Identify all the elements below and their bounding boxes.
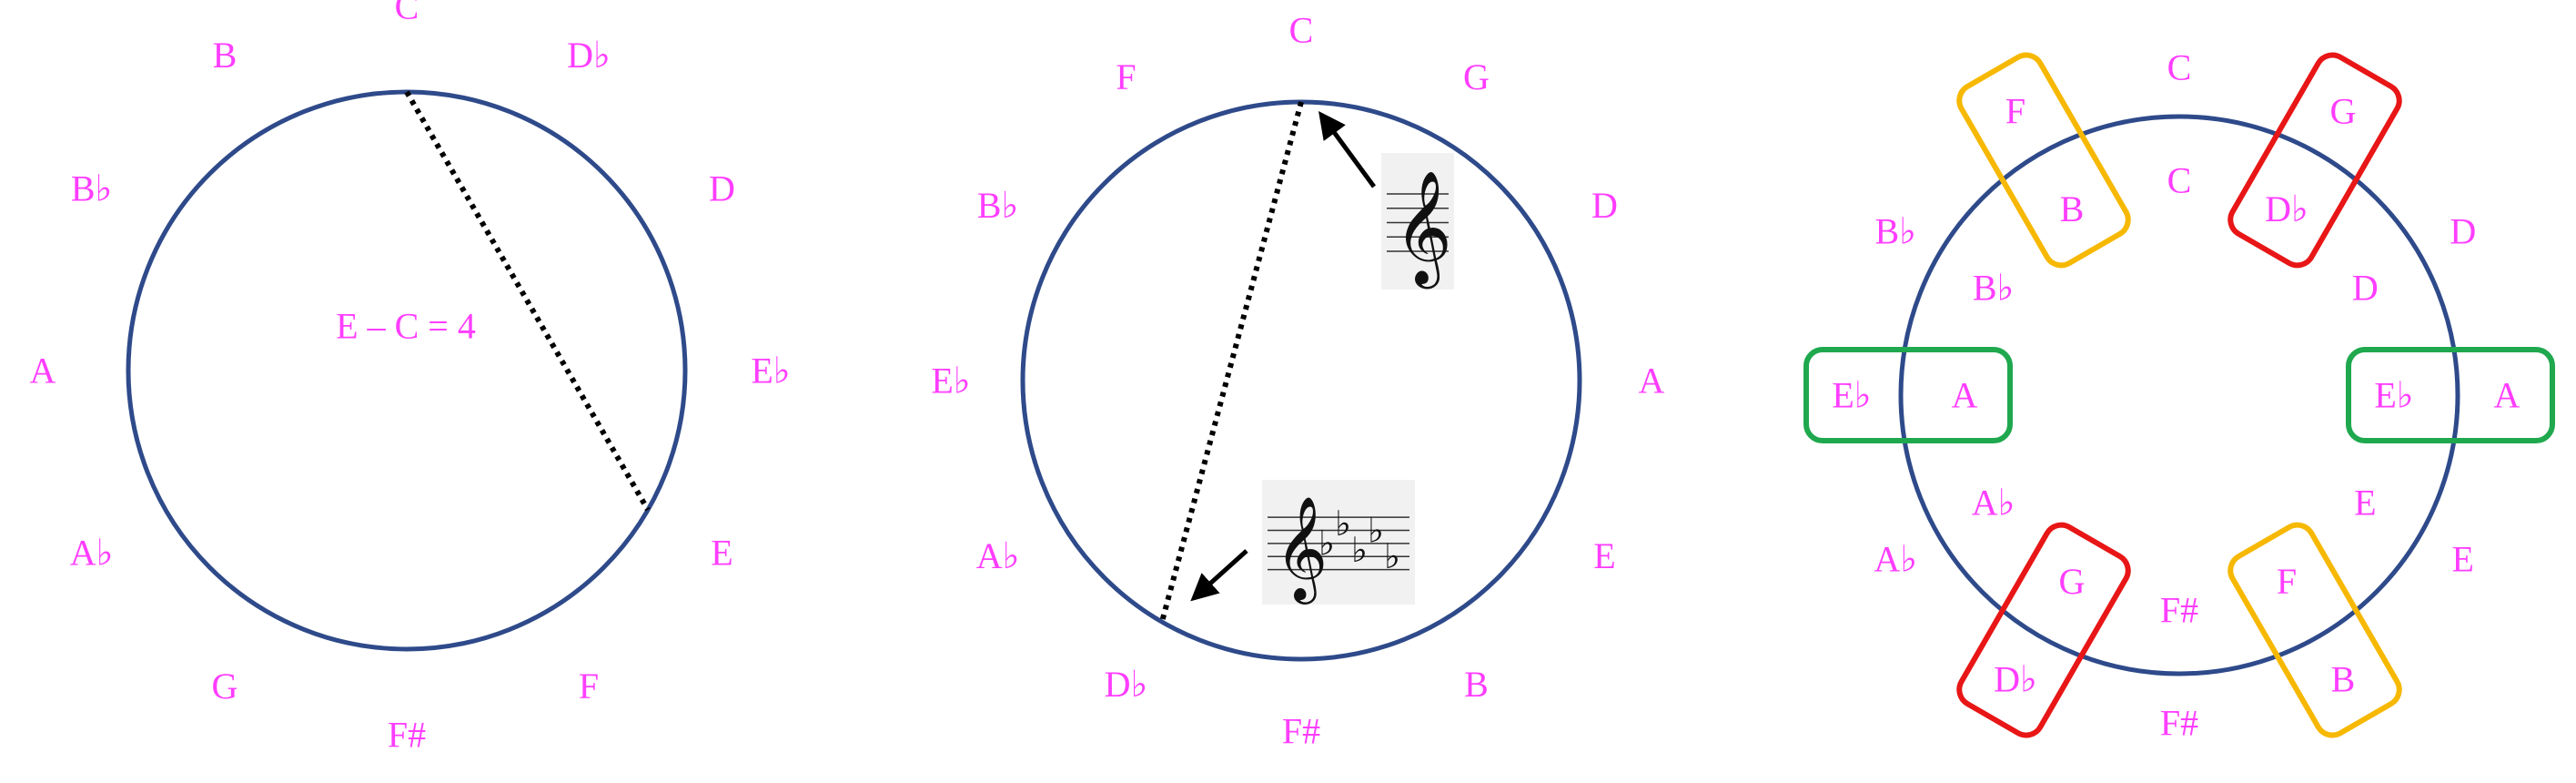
tritone-pairs-panel: C D♭ D E♭ E F F# G A♭ A B♭ B C G D A E B F# D♭ A♭ E♭ B♭ F — [1803, 47, 2555, 744]
inner-label-g: G — [2059, 561, 2086, 602]
inner-label-c: C — [2167, 160, 2192, 201]
outer-label-b: B — [2331, 658, 2356, 699]
label-a: A — [1639, 361, 1665, 402]
outer-label-e: E — [2452, 539, 2474, 580]
svg-text:♭: ♭ — [1335, 503, 1351, 544]
inner-label-a: A — [1952, 375, 1978, 416]
pair-box-eb-a — [1803, 347, 2013, 443]
label-c: C — [395, 0, 419, 27]
label-eb: E♭ — [931, 361, 970, 402]
label-db: D♭ — [1105, 664, 1148, 705]
outer-label-db: D♭ — [1994, 658, 2037, 699]
svg-text:♭: ♭ — [1384, 536, 1400, 576]
label-g: G — [212, 666, 238, 707]
label-d: D — [1591, 185, 1618, 226]
combined-circle — [1898, 114, 2460, 676]
label-e: E — [711, 533, 732, 574]
pitch-class-circle — [126, 89, 688, 652]
pair-box-db-g — [1956, 522, 2131, 738]
inner-label-f: F — [2277, 561, 2297, 602]
inner-label-e: E — [2354, 483, 2376, 524]
treble-clef-five-flats-icon: 𝄞♭♭♭♭♭ — [1262, 480, 1415, 605]
inner-label-d: D — [2352, 268, 2379, 309]
arrow-to-db — [1190, 549, 1248, 602]
label-eb: E♭ — [751, 351, 790, 392]
label-a: A — [30, 351, 56, 392]
svg-text:♭: ♭ — [1351, 530, 1368, 570]
outer-label-d: D — [2450, 211, 2476, 252]
label-ab: A♭ — [70, 533, 114, 574]
inner-label-ab: A♭ — [1972, 483, 2015, 524]
treble-clef-icon: 𝄞 — [1381, 153, 1454, 290]
inner-label-bb: B♭ — [1973, 268, 2015, 309]
outer-label-ab: A♭ — [1874, 539, 1917, 580]
label-f: F — [1116, 56, 1136, 97]
outer-label-c: C — [2167, 47, 2192, 88]
label-b: B — [1464, 664, 1489, 705]
label-g: G — [1463, 56, 1490, 97]
label-e: E — [1593, 535, 1615, 576]
svg-text:♭: ♭ — [1368, 510, 1384, 550]
arrow-to-c — [1318, 110, 1377, 188]
tritone-pair-boxes — [1803, 52, 2555, 738]
fifths-outer-labels: C G D A E B F# D♭ A♭ E♭ B♭ F — [1832, 47, 2520, 744]
key-arrows — [1190, 110, 1377, 602]
pitch-class-circle-panel: C D♭ D E♭ E F F# G A♭ A B♭ B E – C = 4 — [30, 0, 791, 756]
inner-label-eb: E♭ — [2374, 375, 2413, 416]
interval-dotted-line — [404, 90, 651, 512]
pair-box-b-f — [2227, 522, 2402, 738]
label-b: B — [213, 35, 237, 76]
label-ab: A♭ — [976, 535, 1020, 576]
circle-of-fifths-labels: C G D A E B F# D♭ A♭ E♭ B♭ F — [931, 10, 1664, 752]
outer-label-bb: B♭ — [1874, 211, 1916, 252]
label-c: C — [1289, 10, 1314, 51]
outer-label-eb: E♭ — [1832, 375, 1871, 416]
svg-text:𝄞: 𝄞 — [1275, 496, 1328, 605]
label-fsharp: F# — [388, 715, 426, 756]
label-bb: B♭ — [71, 168, 113, 209]
pair-box-f-b — [1956, 52, 2131, 269]
outer-label-f: F — [2005, 91, 2025, 132]
interval-annotation: E – C = 4 — [336, 306, 476, 347]
label-fsharp: F# — [1282, 711, 1320, 752]
svg-text:♭: ♭ — [1318, 524, 1335, 564]
outer-label-g: G — [2330, 91, 2357, 132]
label-d: D — [709, 168, 735, 209]
inner-label-b: B — [2060, 188, 2085, 229]
inner-label-fsharp: F# — [2160, 590, 2198, 631]
label-db: D♭ — [567, 35, 611, 76]
outer-label-a: A — [2494, 375, 2520, 416]
chromatic-inner-labels: C D♭ D E♭ E F F# G A♭ A B♭ B — [1952, 160, 2414, 631]
outer-label-fsharp: F# — [2160, 703, 2198, 744]
svg-text:𝄞: 𝄞 — [1394, 170, 1452, 289]
pair-box-a-eb — [2346, 347, 2555, 443]
inner-label-db: D♭ — [2265, 188, 2308, 229]
label-bb: B♭ — [977, 185, 1019, 226]
pitch-class-labels: C D♭ D E♭ E F F# G A♭ A B♭ B — [30, 0, 791, 756]
pair-box-g-db — [2227, 52, 2402, 269]
label-f: F — [579, 666, 599, 707]
